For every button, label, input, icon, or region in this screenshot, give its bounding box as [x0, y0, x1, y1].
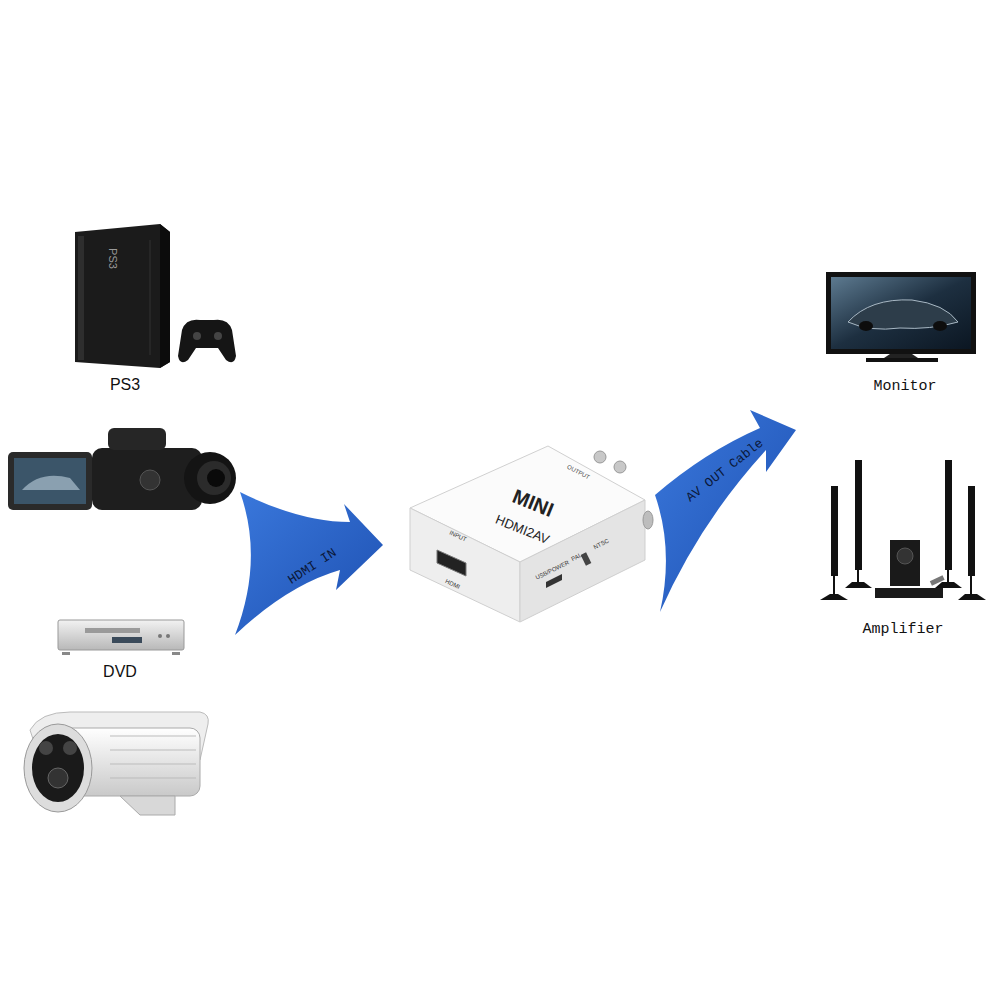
caption-text: PS3	[110, 375, 140, 395]
device-caption: PS3	[106, 373, 144, 397]
dvd-player	[58, 620, 184, 655]
ps3-console	[75, 224, 170, 368]
speaker-set	[820, 460, 986, 600]
caption-text: Amplifier	[862, 621, 943, 640]
input-arrow	[235, 492, 383, 635]
caption-text: Monitor	[873, 378, 936, 397]
caption-text: DVD	[103, 662, 137, 682]
converter-box	[410, 446, 653, 622]
monitor	[826, 272, 976, 362]
console-logo: PS3	[106, 248, 117, 269]
game-controller	[178, 320, 236, 363]
security-camera	[24, 712, 208, 815]
device-caption: DVD	[99, 660, 141, 684]
output-arrow	[655, 410, 796, 612]
camcorder	[8, 428, 236, 510]
device-caption: Amplifier	[858, 619, 947, 642]
device-caption: Monitor	[869, 376, 940, 399]
